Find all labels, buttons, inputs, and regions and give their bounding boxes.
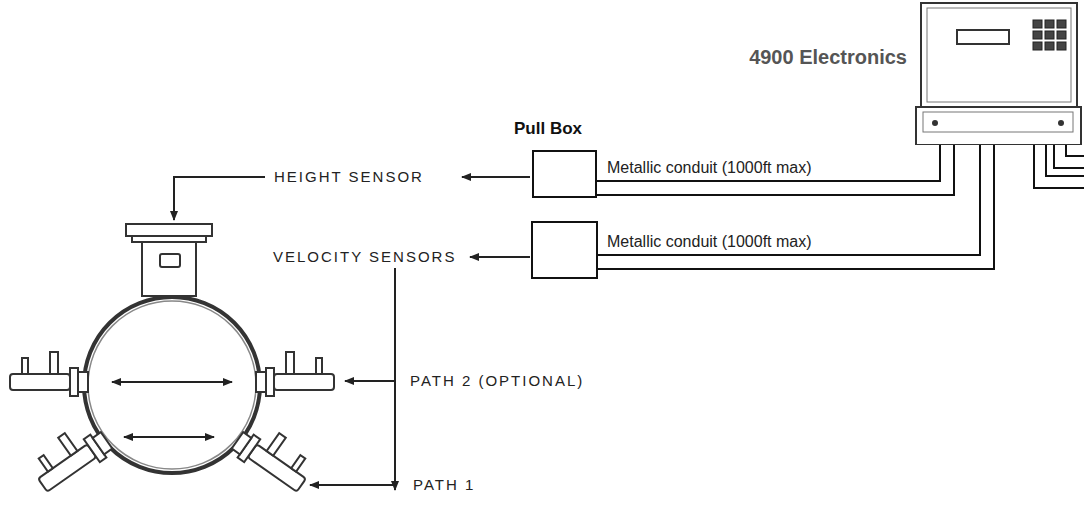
height-sensor — [126, 224, 212, 296]
conduit — [597, 145, 987, 262]
conduit — [597, 145, 947, 188]
heading: Pull Box — [514, 119, 582, 139]
conduit-label: Metallic conduit (1000ft max) — [605, 159, 814, 177]
part-label: VELOCITY SENSORS — [271, 248, 458, 265]
wires — [1040, 145, 1084, 182]
electronics-unit: 4900 Electronics — [915, 2, 1082, 145]
conduit-label: Metallic conduit (1000ft max) — [605, 233, 814, 251]
heading: 4900 Electronics — [749, 46, 907, 69]
transducer — [25, 416, 114, 497]
pull-box: Pull Box — [532, 150, 597, 198]
transducer — [229, 416, 318, 497]
transducer — [10, 352, 88, 396]
pull-box — [532, 222, 597, 278]
part-label: PATH 1 — [411, 476, 477, 493]
pipe — [84, 297, 260, 473]
part-label: HEIGHT SENSOR — [272, 168, 426, 185]
transducer — [256, 352, 334, 396]
part-label: PATH 2 (OPTIONAL) — [408, 372, 586, 389]
enclosure-drawing — [915, 2, 1082, 145]
